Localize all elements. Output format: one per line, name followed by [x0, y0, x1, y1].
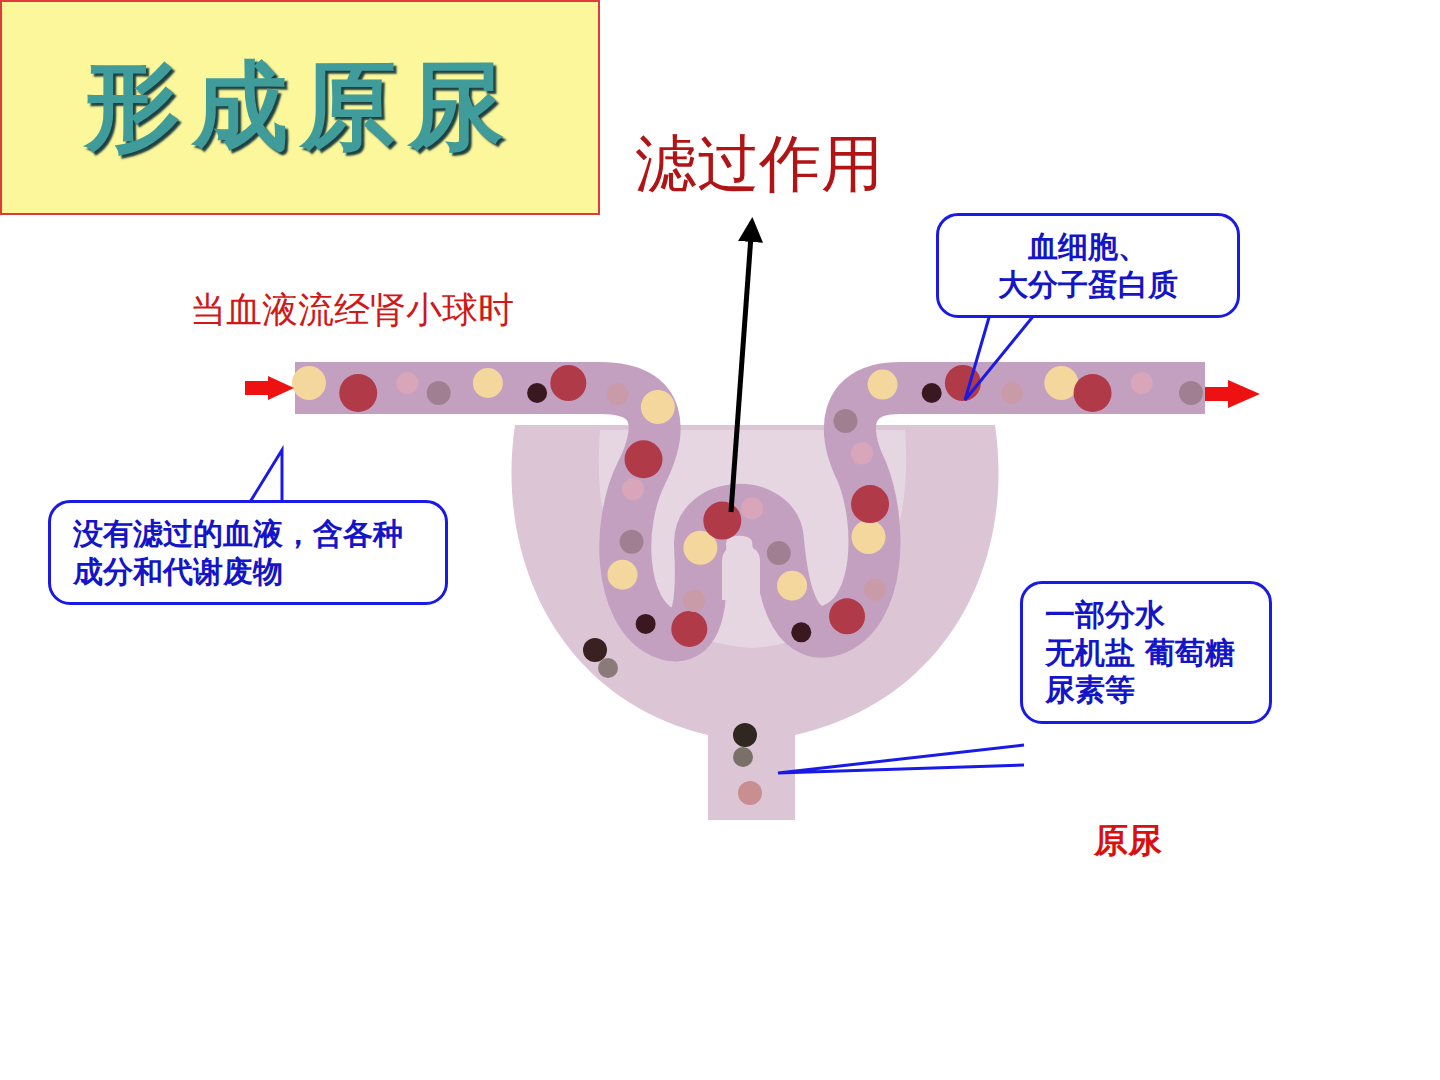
blood-cell: [622, 478, 644, 500]
blood-cell: [636, 614, 656, 634]
blood-cell: [833, 409, 857, 433]
blood-cell: [703, 502, 741, 540]
note-text: 当血液流经肾小球时: [190, 286, 514, 335]
slide-title: 形成原尿: [84, 43, 516, 173]
blood-cell: [292, 366, 326, 400]
callout-text: 一部分水 无机盐 葡萄糖 尿素等: [1045, 596, 1247, 709]
blood-cell: [550, 365, 586, 401]
blood-cell: [851, 442, 873, 464]
blood-cell: [922, 383, 942, 403]
blood-cell: [868, 370, 898, 400]
flow-arrow: [268, 376, 294, 400]
flow-arrow: [245, 381, 268, 395]
bowman-capsule: [511, 425, 998, 820]
blood-cell: [767, 541, 791, 565]
urine-label: 原尿: [1094, 818, 1162, 864]
filtrate-particle: [738, 781, 762, 805]
blood-cell: [427, 381, 451, 405]
callout-text: 血细胞、 大分子蛋白质: [961, 228, 1215, 303]
blood-cell: [1044, 366, 1078, 400]
filtrate-particle: [598, 658, 618, 678]
filtrate-particle: [583, 638, 607, 662]
blood-cell: [671, 611, 707, 647]
process-label: 滤过作用: [635, 122, 883, 206]
blood-cell: [1131, 372, 1153, 394]
blood-cell: [683, 590, 705, 612]
blood-cell: [1179, 381, 1203, 405]
filtrate-particle: [733, 723, 757, 747]
filtrate-particle: [733, 747, 753, 767]
flow-arrow: [1228, 380, 1260, 408]
callout-text: 没有滤过的血液，含各种成分和代谢废物: [73, 515, 423, 590]
blood-cell: [339, 374, 377, 412]
blood-cell: [851, 485, 889, 523]
blood-cell: [945, 365, 981, 401]
blood-cell: [1001, 382, 1023, 404]
blood-cell: [864, 579, 886, 601]
blood-cell: [1074, 374, 1112, 412]
flow-arrow: [1205, 387, 1228, 401]
glomerulus-notch: [722, 545, 760, 600]
blood-cell: [473, 368, 503, 398]
blood-cell: [527, 383, 547, 403]
blood-cell: [741, 497, 763, 519]
callout-box: 一部分水 无机盐 葡萄糖 尿素等: [1020, 581, 1272, 724]
blood-cell: [777, 571, 807, 601]
blood-cell: [851, 520, 885, 554]
blood-cell: [791, 622, 811, 642]
pointer-arrow: [731, 222, 752, 512]
callout-tail: [778, 745, 1024, 773]
blood-cell: [620, 530, 644, 554]
blood-cell: [396, 372, 418, 394]
callout-tail: [965, 314, 1035, 400]
blood-cell: [625, 440, 663, 478]
title-box: 形成原尿: [0, 0, 600, 215]
blood-cell: [607, 560, 637, 590]
callout-box: 没有滤过的血液，含各种成分和代谢废物: [48, 500, 448, 605]
callout-box: 血细胞、 大分子蛋白质: [936, 213, 1240, 318]
blood-cell: [606, 383, 628, 405]
blood-cell: [829, 598, 865, 634]
callout-tail: [250, 450, 282, 502]
blood-cell: [641, 390, 675, 424]
